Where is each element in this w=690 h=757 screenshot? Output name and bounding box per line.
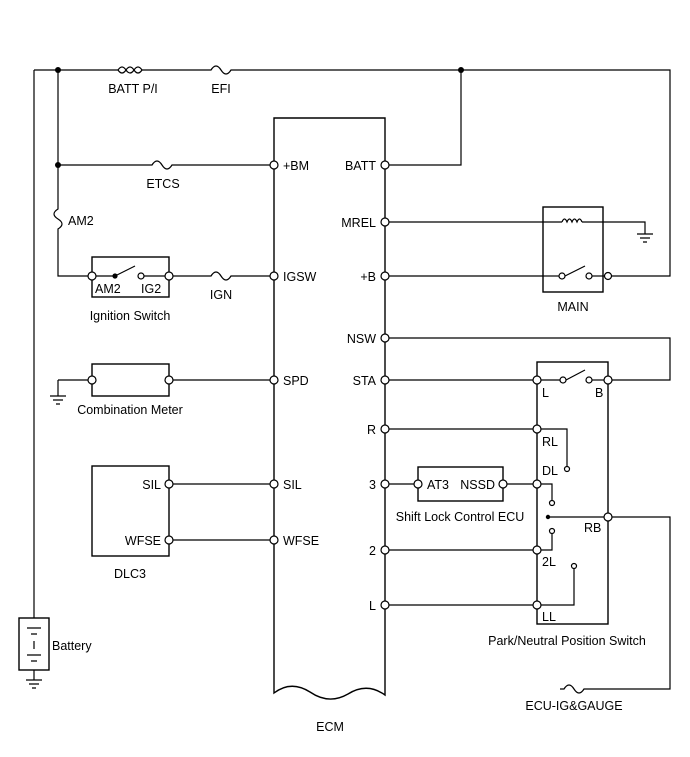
ecm: ECM +BM IGSW SPD SIL WFSE BATT MREL + bbox=[269, 117, 390, 734]
ecm-pin-sta: STA bbox=[353, 374, 377, 388]
junction-dots bbox=[55, 67, 464, 168]
pnp-switch-label: Park/Neutral Position Switch bbox=[488, 634, 646, 648]
dlc3-label: DLC3 bbox=[114, 567, 146, 581]
ecm-pin-2: 2 bbox=[369, 544, 376, 558]
park-neutral-position-switch: L B RL DL RB 2L LL Park/Neutral Position… bbox=[488, 361, 646, 648]
ecm-pin-spd: SPD bbox=[283, 374, 309, 388]
ecm-pin-l: L bbox=[369, 599, 376, 613]
ecm-label: ECM bbox=[316, 720, 344, 734]
ecm-pin-plus-b: +B bbox=[360, 270, 376, 284]
main-relay: MAIN bbox=[542, 206, 653, 314]
fuse-am2: AM2 bbox=[53, 205, 94, 235]
ecm-right-pins: BATT MREL +B NSW STA R 3 2 L bbox=[341, 159, 390, 613]
combination-meter-label: Combination Meter bbox=[77, 403, 183, 417]
ecm-pin-mrel: MREL bbox=[341, 216, 376, 230]
shift-lock-ecu: AT3 NSSD Shift Lock Control ECU bbox=[396, 466, 525, 524]
ecm-pin-wfse: WFSE bbox=[283, 534, 319, 548]
ecm-pin-batt: BATT bbox=[345, 159, 376, 173]
fuse-etcs: ETCS bbox=[146, 160, 180, 191]
ignition-pin-am2: AM2 bbox=[95, 282, 121, 296]
pnp-terminal-2l: 2L bbox=[542, 555, 556, 569]
ignition-pin-ig2: IG2 bbox=[141, 282, 161, 296]
pnp-terminal-ll: LL bbox=[542, 610, 556, 624]
wires bbox=[33, 69, 671, 690]
combination-meter: Combination Meter bbox=[77, 363, 183, 417]
fuse-label-batt-pi: BATT P/I bbox=[108, 82, 158, 96]
ecm-pin-nsw: NSW bbox=[347, 332, 376, 346]
fuse-efi: EFI bbox=[207, 65, 235, 96]
pnp-terminal-rl: RL bbox=[542, 435, 558, 449]
pnp-terminal-b: B bbox=[595, 386, 603, 400]
fuse-label-am2: AM2 bbox=[68, 214, 94, 228]
ecm-pin-igsw: IGSW bbox=[283, 270, 317, 284]
shift-lock-pin-at3: AT3 bbox=[427, 478, 449, 492]
ecm-pin-sil: SIL bbox=[283, 478, 302, 492]
fuse-label-ecu-ig-gauge: ECU-IG&GAUGE bbox=[525, 699, 622, 713]
dlc3: SIL WFSE DLC3 bbox=[91, 465, 174, 581]
ecm-pin-r: R bbox=[367, 423, 376, 437]
dlc3-pin-wfse: WFSE bbox=[125, 534, 161, 548]
fuse-batt-pi: BATT P/I bbox=[108, 66, 158, 96]
ecm-pin-bm: +BM bbox=[283, 159, 309, 173]
fuse-label-efi: EFI bbox=[211, 82, 230, 96]
fuse-label-ign: IGN bbox=[210, 288, 232, 302]
fuse-label-etcs: ETCS bbox=[146, 177, 179, 191]
ecm-pin-3: 3 bbox=[369, 478, 376, 492]
ground-symbol-meter bbox=[50, 395, 66, 405]
shift-lock-pin-nssd: NSSD bbox=[460, 478, 495, 492]
fuse-ign: IGN bbox=[207, 271, 235, 302]
battery-label: Battery bbox=[52, 639, 92, 653]
fuse-ecu-ig-gauge: ECU-IG&GAUGE bbox=[525, 684, 623, 713]
ignition-switch-label: Ignition Switch bbox=[90, 309, 171, 323]
ignition-switch: AM2 IG2 Ignition Switch bbox=[87, 256, 174, 323]
battery: Battery bbox=[18, 617, 92, 689]
dlc3-pin-sil: SIL bbox=[142, 478, 161, 492]
ecm-left-pins: +BM IGSW SPD SIL WFSE bbox=[269, 159, 319, 548]
main-relay-label: MAIN bbox=[557, 300, 588, 314]
shift-lock-label: Shift Lock Control ECU bbox=[396, 510, 525, 524]
pnp-terminal-dl: DL bbox=[542, 464, 558, 478]
pnp-terminal-rb: RB bbox=[584, 521, 601, 535]
pnp-terminal-l: L bbox=[542, 386, 549, 400]
